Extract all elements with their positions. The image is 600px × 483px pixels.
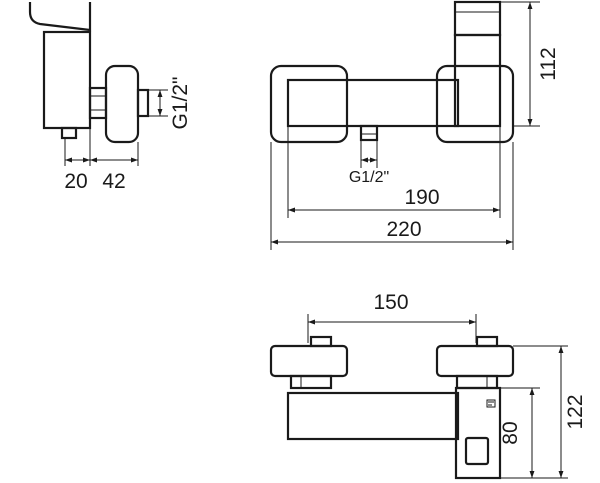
side-body	[42, 30, 92, 130]
side-thread	[136, 88, 150, 118]
top-left-flange	[269, 344, 349, 378]
side-depth-a-label: 20	[64, 170, 87, 193]
top-right-connector	[455, 374, 499, 390]
top-depth-a-label: 80	[499, 421, 522, 444]
top-right-stub	[475, 335, 499, 348]
top-column	[454, 386, 502, 480]
front-view: G1/2" 112 190 220	[269, 0, 560, 250]
top-left-stub	[309, 335, 333, 348]
top-view: 150 80 122	[269, 291, 587, 480]
side-spout	[60, 126, 78, 140]
top-outlet	[464, 436, 490, 466]
top-center-distance-label: 150	[373, 291, 408, 314]
side-thread-label: G1/2"	[169, 77, 192, 130]
top-right-flange	[435, 344, 515, 378]
front-body	[286, 78, 460, 128]
side-view: 20 42 G1/2"	[28, 2, 192, 193]
side-depth-b-label: 42	[102, 170, 125, 193]
side-flange	[104, 64, 140, 144]
top-left-connector	[289, 374, 333, 390]
front-column	[453, 33, 502, 128]
front-height-label: 112	[537, 47, 560, 80]
top-body	[286, 391, 460, 441]
front-inner-width-label: 190	[404, 186, 439, 209]
front-thread-label: G1/2"	[349, 169, 389, 186]
front-lever	[453, 0, 502, 37]
front-outlet	[359, 124, 379, 142]
front-overall-width-label: 220	[386, 218, 421, 241]
side-lever	[28, 2, 92, 32]
top-depth-b-label: 122	[564, 394, 587, 429]
side-connector	[88, 86, 108, 120]
brand-logo-icon	[486, 399, 496, 408]
front-left-flange	[269, 64, 349, 144]
front-right-flange	[435, 64, 515, 144]
